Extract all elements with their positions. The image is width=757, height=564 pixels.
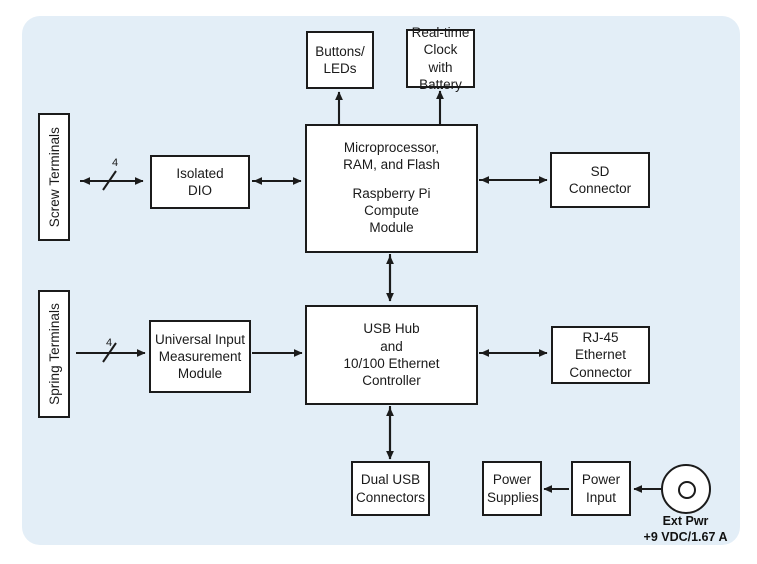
block-power-input[interactable]: Power Input [571, 461, 631, 516]
power-supplies-label-line1: Power [492, 472, 532, 488]
uim-label-line1: Universal Input [154, 331, 246, 347]
sd-connector-label-line2: Connector [568, 181, 632, 196]
usb-hub-label-line3: 10/100 Ethernet [343, 356, 440, 371]
rtc-label-line1: Real-time [411, 24, 470, 40]
ext-power-caption-line2: +9 VDC/1.67 A [643, 529, 728, 544]
spring-terminals-label: Spring Terminals [46, 303, 62, 405]
sd-connector-label-line1: SD [590, 163, 610, 179]
cpu-label-line1: Microprocessor, [343, 140, 440, 155]
diagram-background-panel [22, 16, 740, 545]
block-spring-terminals[interactable]: Spring Terminals [38, 290, 70, 418]
isolated-dio-label-line2: DIO [187, 183, 212, 198]
power-jack-pin-icon [678, 481, 696, 499]
cpu-label-line3: Raspberry Pi [352, 185, 431, 201]
rj45-label-line2: Ethernet [574, 347, 627, 363]
cpu-label-line4: Compute [364, 202, 419, 218]
power-input-label-line2: Input [585, 489, 617, 505]
block-dual-usb-connectors[interactable]: Dual USB Connectors [351, 461, 430, 516]
block-power-supplies[interactable]: Power Supplies [482, 461, 542, 516]
block-usb-hub-ethernet-controller[interactable]: USB Hub and 10/100 Ethernet Controller [305, 305, 478, 405]
block-real-time-clock[interactable]: Real-time Clock with Battery [406, 25, 475, 92]
block-microprocessor[interactable]: Microprocessor, RAM, and Flash Raspberry… [305, 124, 478, 253]
uim-label-line3: Module [177, 366, 223, 382]
block-buttons-leds[interactable]: Buttons/ LEDs [306, 31, 374, 89]
ext-power-caption-line1: Ext Pwr [662, 514, 709, 528]
block-isolated-dio[interactable]: Isolated DIO [150, 155, 250, 209]
spring-bus-width-label: 4 [106, 337, 113, 349]
screw-bus-width-label: 4 [112, 157, 119, 169]
usb-hub-label-line4: Controller [362, 373, 421, 389]
cpu-label-line5: Module [369, 220, 414, 236]
power-jack-icon [661, 464, 711, 514]
buttons-leds-label-line1: Buttons/ [315, 43, 365, 59]
rj45-label-line3: Connector [569, 364, 632, 380]
block-sd-connector[interactable]: SD Connector [550, 152, 650, 208]
block-screw-terminals[interactable]: Screw Terminals [38, 113, 70, 241]
rtc-label-line3: Battery [419, 76, 462, 92]
buttons-leds-label-line2: LEDs [323, 61, 357, 76]
block-rj45-ethernet-connector[interactable]: RJ-45 Ethernet Connector [551, 326, 650, 384]
power-supplies-label-line2: Supplies [487, 489, 539, 505]
dual-usb-label-line1: Dual USB [360, 472, 421, 488]
isolated-dio-label-line1: Isolated [176, 165, 224, 181]
screw-terminals-label: Screw Terminals [46, 126, 62, 228]
rtc-label-line2: Clock with [423, 42, 458, 75]
dual-usb-label-line2: Connectors [356, 489, 426, 505]
usb-hub-label-line2: and [380, 338, 403, 354]
cpu-label-spacer [310, 174, 473, 185]
block-universal-input-measurement-module[interactable]: Universal Input Measurement Module [149, 320, 251, 393]
rj45-label-line1: RJ-45 [582, 330, 619, 346]
cpu-label-line2: RAM, and Flash [343, 157, 440, 173]
usb-hub-label-line1: USB Hub [363, 321, 420, 337]
power-input-label-line1: Power [581, 472, 621, 488]
ext-power-caption: Ext Pwr +9 VDC/1.67 A [614, 514, 757, 545]
uim-label-line2: Measurement [158, 348, 242, 364]
